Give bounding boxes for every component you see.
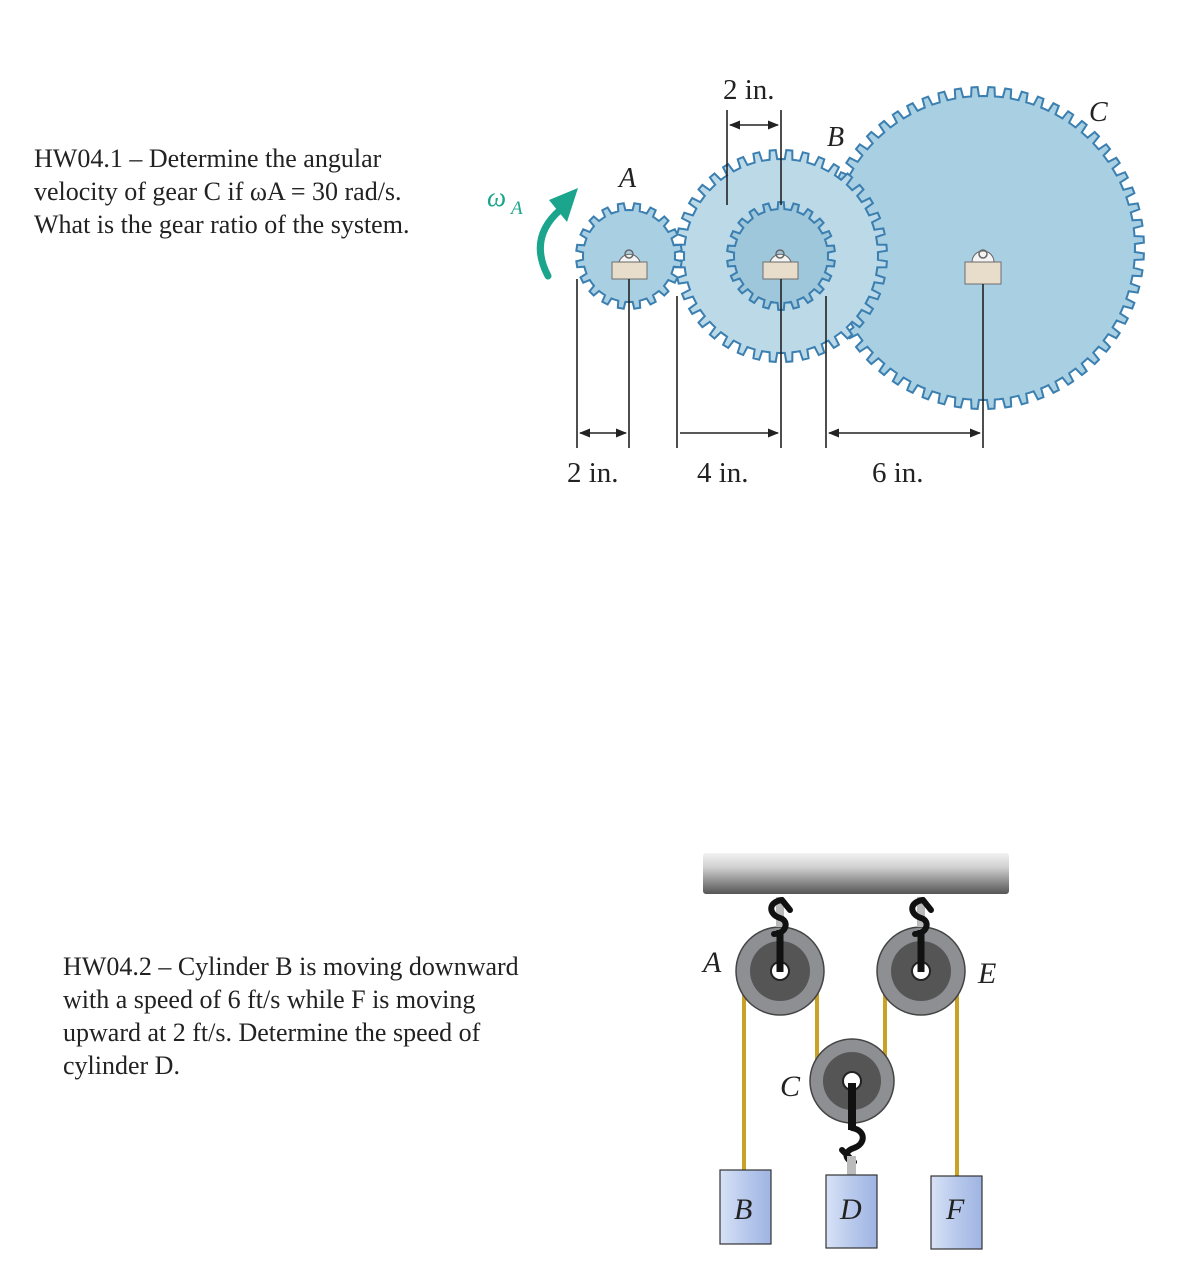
angular-velocity-arrowhead-icon — [549, 188, 578, 222]
pulley-figure: A E C B D F — [701, 853, 1009, 1250]
pulley-c — [809, 1038, 895, 1176]
gear-b-label: B — [827, 122, 844, 153]
problem-1-line-1: HW04.1 – Determine the angular — [34, 144, 382, 173]
gear-a-label: A — [617, 163, 637, 194]
pulley-a — [735, 897, 825, 1016]
problem-1-text: HW04.1 – Determine the angular velocity … — [34, 142, 409, 241]
angular-velocity-arrow-icon — [536, 206, 564, 280]
gear-a-bearing — [611, 249, 648, 280]
problem-2-line-4: cylinder D. — [63, 1051, 180, 1080]
pulley-e — [876, 897, 966, 1016]
pulley-a-label: A — [701, 946, 722, 979]
dimension-top-label: 2 in. — [723, 74, 775, 106]
problem-2-text: HW04.2 – Cylinder B is moving downward w… — [63, 950, 519, 1082]
gear-c-bearing — [964, 249, 1002, 285]
problem-1-line-3: What is the gear ratio of the system. — [34, 210, 410, 239]
block-b — [719, 1169, 772, 1245]
problem-2-line-3: upward at 2 ft/s. Determine the speed of — [63, 1018, 481, 1047]
pulley-e-label: E — [977, 957, 996, 990]
omega-subscript: A — [509, 198, 523, 219]
block-b-label: B — [734, 1193, 752, 1226]
dimension-bottom-right-label: 6 in. — [872, 457, 924, 489]
dimension-bottom-mid-label: 4 in. — [697, 457, 749, 489]
block-f — [930, 1175, 983, 1250]
gear-figure: ω A A B C 2 in. 2 in. 4 in. 6 in. — [487, 74, 1145, 489]
omega-symbol: ω — [487, 182, 506, 212]
block-d — [825, 1174, 878, 1249]
problem-1-line-2: velocity of gear C if ωA = 30 rad/s. — [34, 177, 402, 206]
dimension-lines — [576, 110, 984, 448]
problem-2-line-2: with a speed of 6 ft/s while F is moving — [63, 985, 476, 1014]
ceiling-beam — [703, 853, 1009, 894]
gear-c-label: C — [1089, 97, 1108, 128]
problem-2-line-1: HW04.2 – Cylinder B is moving downward — [63, 952, 519, 981]
dimension-bottom-left-label: 2 in. — [567, 457, 619, 489]
gear-b-bearing — [762, 249, 799, 280]
block-f-label: F — [945, 1193, 965, 1226]
block-d-label: D — [839, 1193, 862, 1226]
pulley-c-label: C — [780, 1070, 801, 1103]
